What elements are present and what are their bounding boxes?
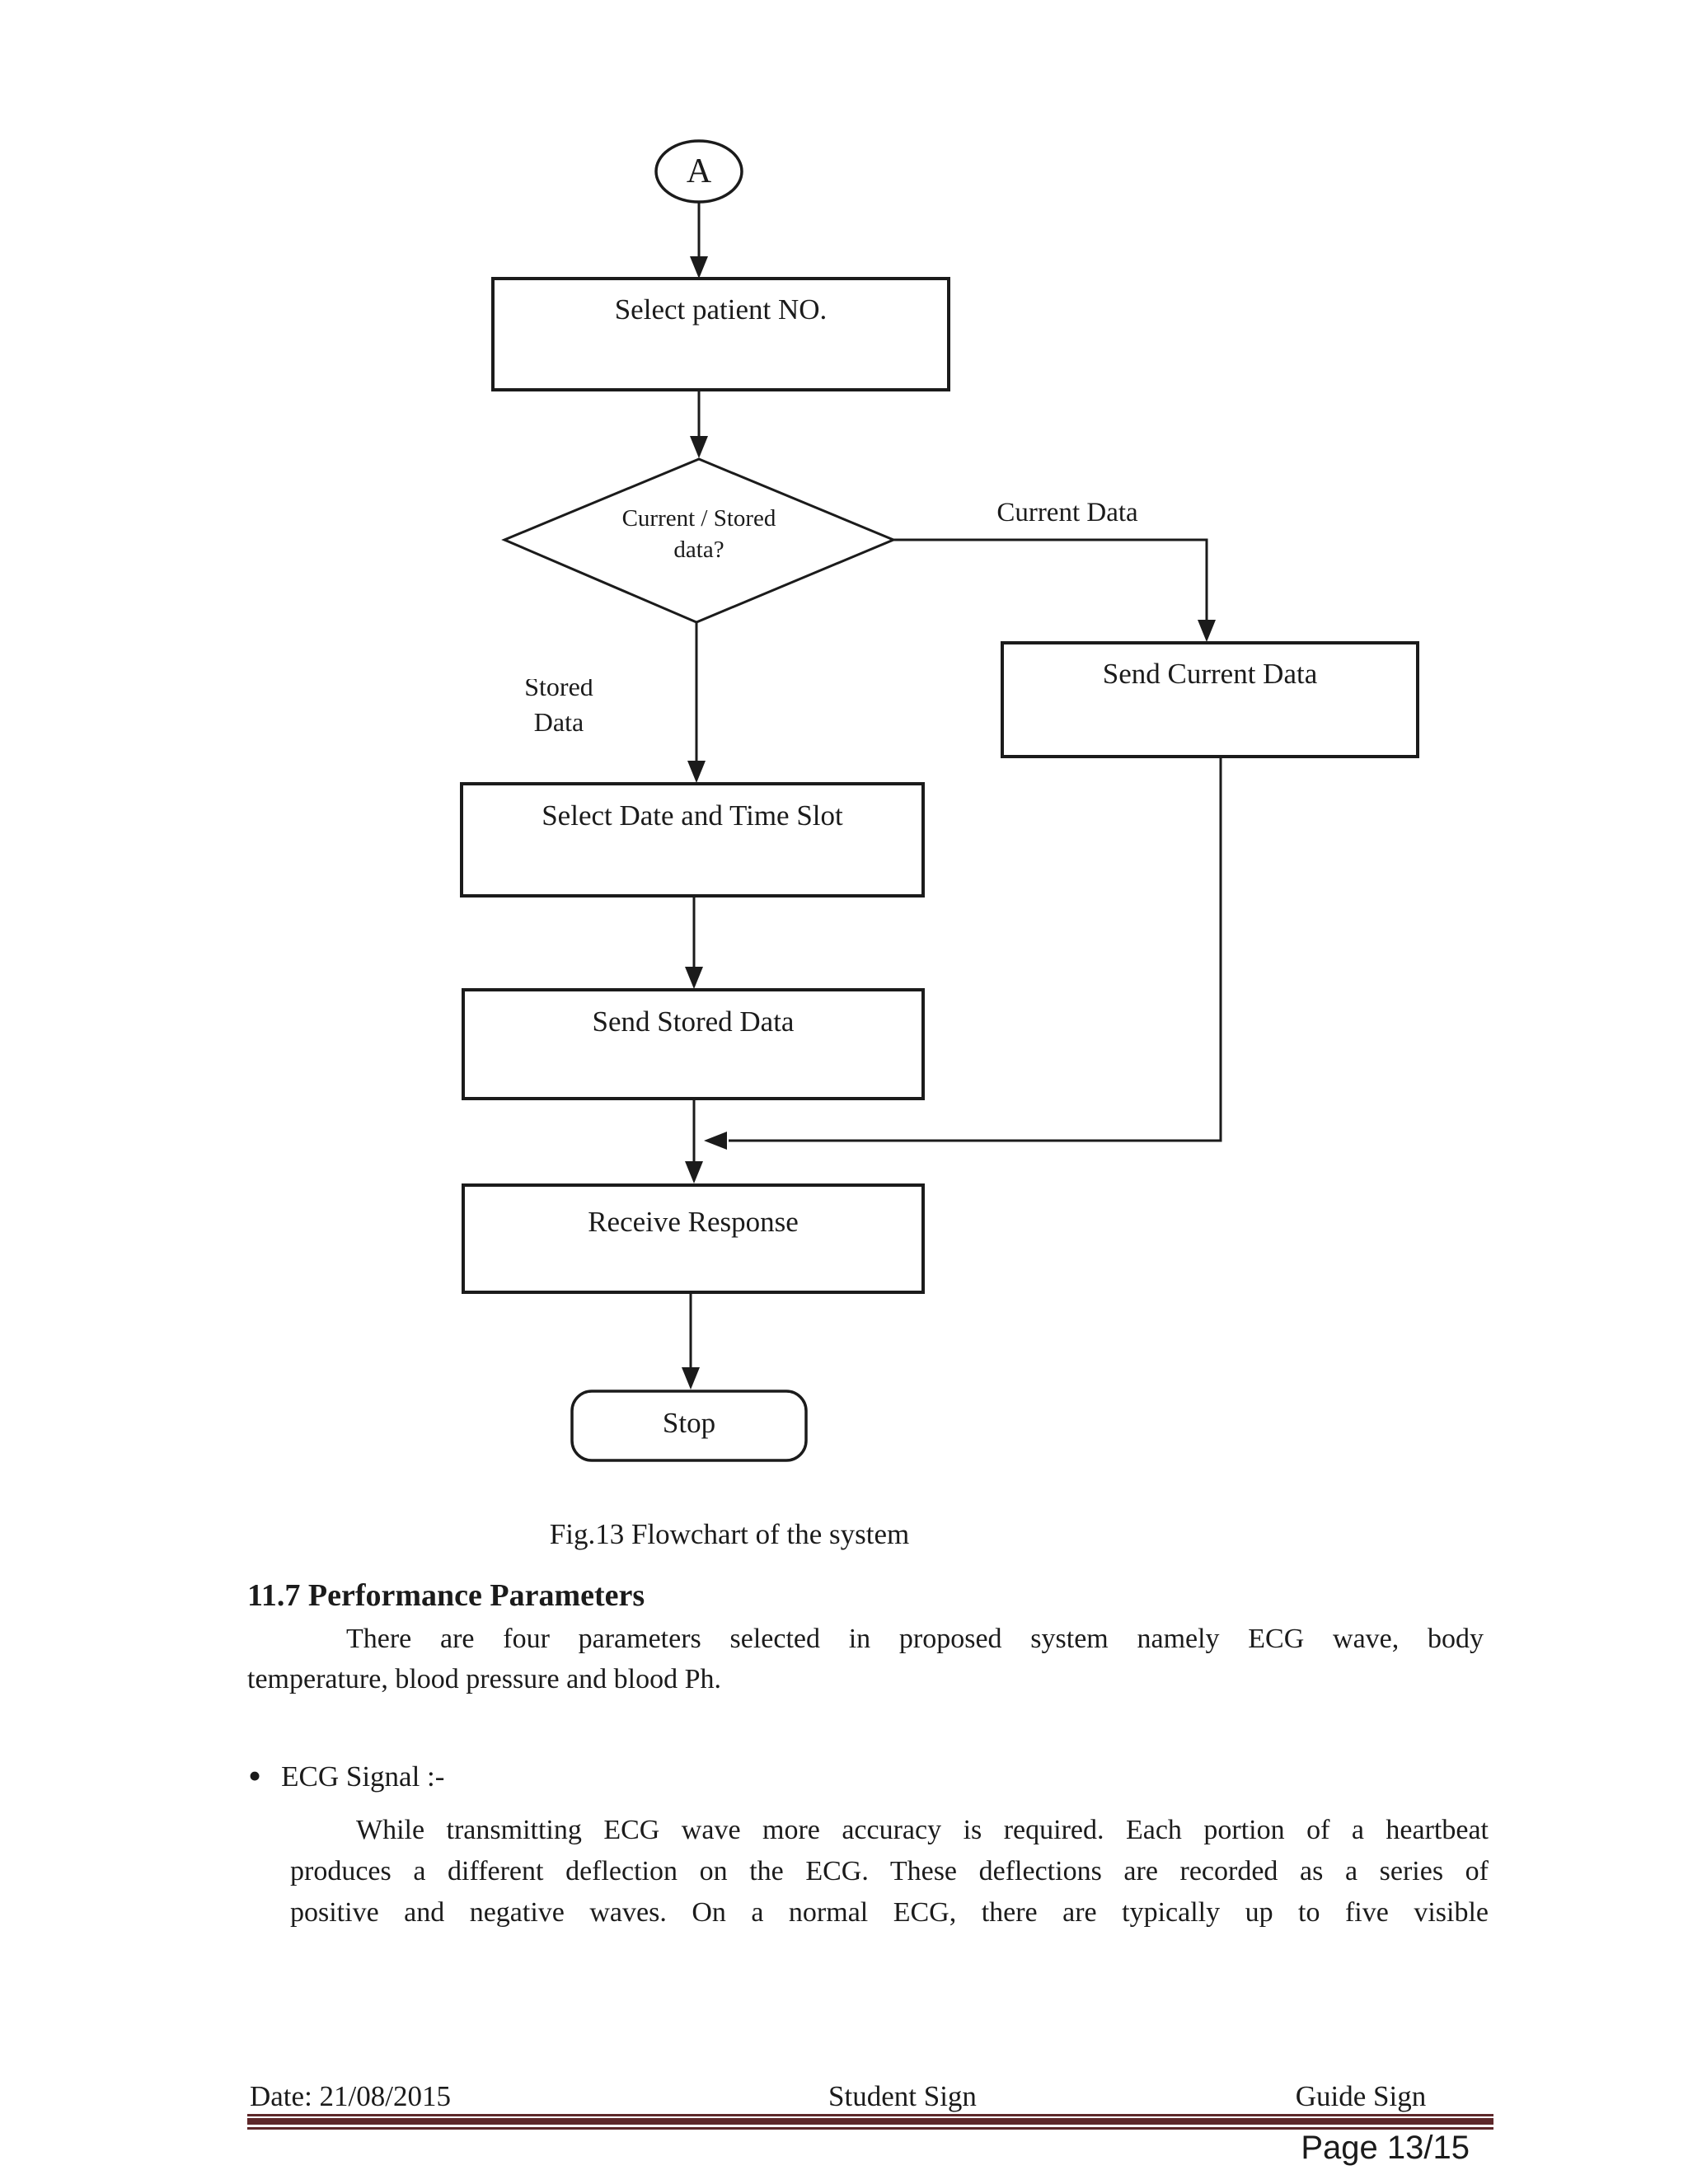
bullet-item-label: ECG Signal :-: [281, 1760, 445, 1793]
stop-label: Stop: [662, 1407, 716, 1439]
footer-guide-sign: Guide Sign: [1295, 2080, 1427, 2112]
decision-label: Current / Stored data?: [504, 503, 893, 565]
bullet-item: • ECG Signal :-: [248, 1755, 445, 1797]
arrowhead-into-stop: [682, 1367, 700, 1390]
section-heading: 11.7 Performance Parameters: [247, 1578, 645, 1613]
arrowhead-junction-left: [704, 1132, 727, 1150]
select-patient-label: Select patient NO.: [614, 293, 828, 326]
decision-label-line2: data?: [673, 537, 724, 563]
figure-caption: Fig.13 Flowchart of the system: [549, 1518, 910, 1550]
footer-rule-thin-bottom: [247, 2127, 1493, 2130]
arrowhead-into-send-stored: [685, 967, 703, 989]
bullet-marker: •: [248, 1755, 262, 1797]
arrowhead-into-select-patient: [690, 256, 708, 279]
flowchart-diagram: [460, 139, 1419, 1462]
arrowhead-into-decision: [690, 436, 708, 458]
send-current-box: [1001, 641, 1419, 758]
paragraph-line: While transmitting ECG wave more accurac…: [356, 1815, 1489, 1845]
edge-label-stored-line2: Data: [533, 707, 584, 737]
select-datetime-label: Select Date and Time Slot: [542, 799, 843, 832]
footer-rule-thin-top: [247, 2114, 1493, 2116]
decision-label-line1: Current / Stored: [621, 505, 776, 532]
send-current-label: Send Current Data: [1102, 658, 1318, 690]
edge-decision-to-send-current: [893, 538, 1208, 623]
edge-label-stored-line1: Stored: [524, 679, 593, 701]
page-number: Page 13/15: [1301, 2130, 1470, 2166]
receive-response-label: Receive Response: [588, 1206, 799, 1238]
select-patient-box: [491, 277, 950, 391]
arrowhead-into-select-datetime: [687, 761, 706, 783]
paragraph-line: positive and negative waves. On a normal…: [290, 1897, 1489, 1928]
stop-box: [570, 1390, 808, 1462]
edge-send-current-to-junction: [729, 757, 1222, 1142]
footer-date: Date: 21/08/2015: [250, 2080, 451, 2112]
ecg-paragraph: While transmitting ECG wave more accurac…: [290, 1810, 1489, 1933]
edge-label-current-data: Current Data: [996, 498, 1138, 527]
receive-response-box: [462, 1183, 925, 1294]
select-datetime-box: [460, 782, 925, 898]
paragraph-line: temperature, blood pressure and blood Ph…: [247, 1664, 722, 1694]
paragraph-line: There are four parameters selected in pr…: [346, 1624, 1484, 1654]
start-connector-label: A: [686, 152, 712, 190]
section-paragraph: There are four parameters selected in pr…: [247, 1619, 1484, 1699]
arrowhead-into-receive: [685, 1161, 703, 1183]
footer-student-sign: Student Sign: [828, 2080, 977, 2112]
footer-rule-thick: [247, 2118, 1493, 2125]
arrowhead-into-send-current: [1198, 620, 1216, 642]
send-stored-label: Send Stored Data: [592, 1005, 795, 1038]
paragraph-line: produces a different deflection on the E…: [290, 1856, 1489, 1886]
